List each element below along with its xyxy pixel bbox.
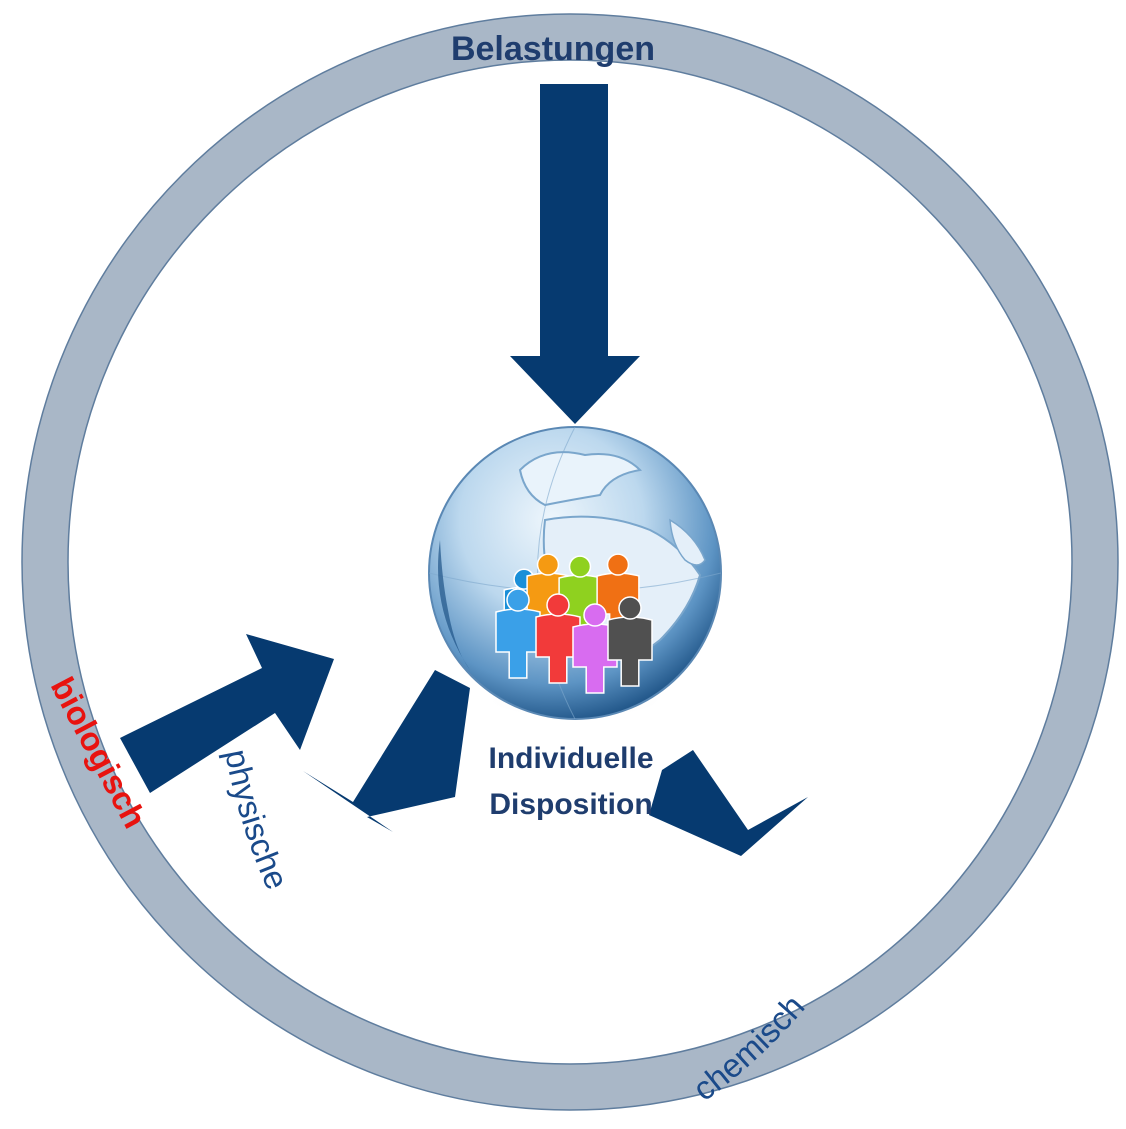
- outer-ring-edge-inner: [67, 59, 1073, 1065]
- person-figure-icon: [607, 596, 653, 687]
- center-label-line1: Individuelle: [488, 742, 653, 775]
- globe-edge-dark: [438, 540, 470, 670]
- person-body: [495, 608, 541, 679]
- person-head: [506, 588, 530, 612]
- person-figure-icon: [572, 603, 618, 694]
- factor-label-physische-path: physische: [218, 746, 296, 895]
- person-head: [546, 593, 570, 617]
- person-figure-icon: [495, 588, 541, 679]
- center-label-line2: Disposition: [489, 788, 652, 821]
- arrow-biologisch: [120, 634, 334, 793]
- person-figure-icon: [535, 593, 581, 684]
- title-belastungen: Belastungen: [451, 30, 655, 68]
- person-head: [568, 555, 592, 578]
- person-body: [535, 613, 581, 684]
- person-body: [607, 616, 653, 687]
- person-head: [583, 603, 607, 627]
- person-head: [618, 596, 642, 620]
- globe-continent-arabia: [669, 518, 706, 566]
- arrow-physische: [303, 670, 470, 832]
- people-group-icon: [495, 553, 653, 694]
- person-head: [606, 553, 630, 576]
- arrow-to-center-chemisch: [649, 750, 808, 856]
- factor-label-physische: physische: [218, 746, 296, 895]
- arrow-belastungen: [510, 84, 640, 424]
- person-figure-icon: [596, 553, 640, 640]
- globe-continent-europe: [518, 451, 643, 507]
- outer-ring: [22, 14, 1118, 1110]
- person-head: [536, 553, 560, 576]
- outer-ring-edge-outer: [21, 13, 1119, 1111]
